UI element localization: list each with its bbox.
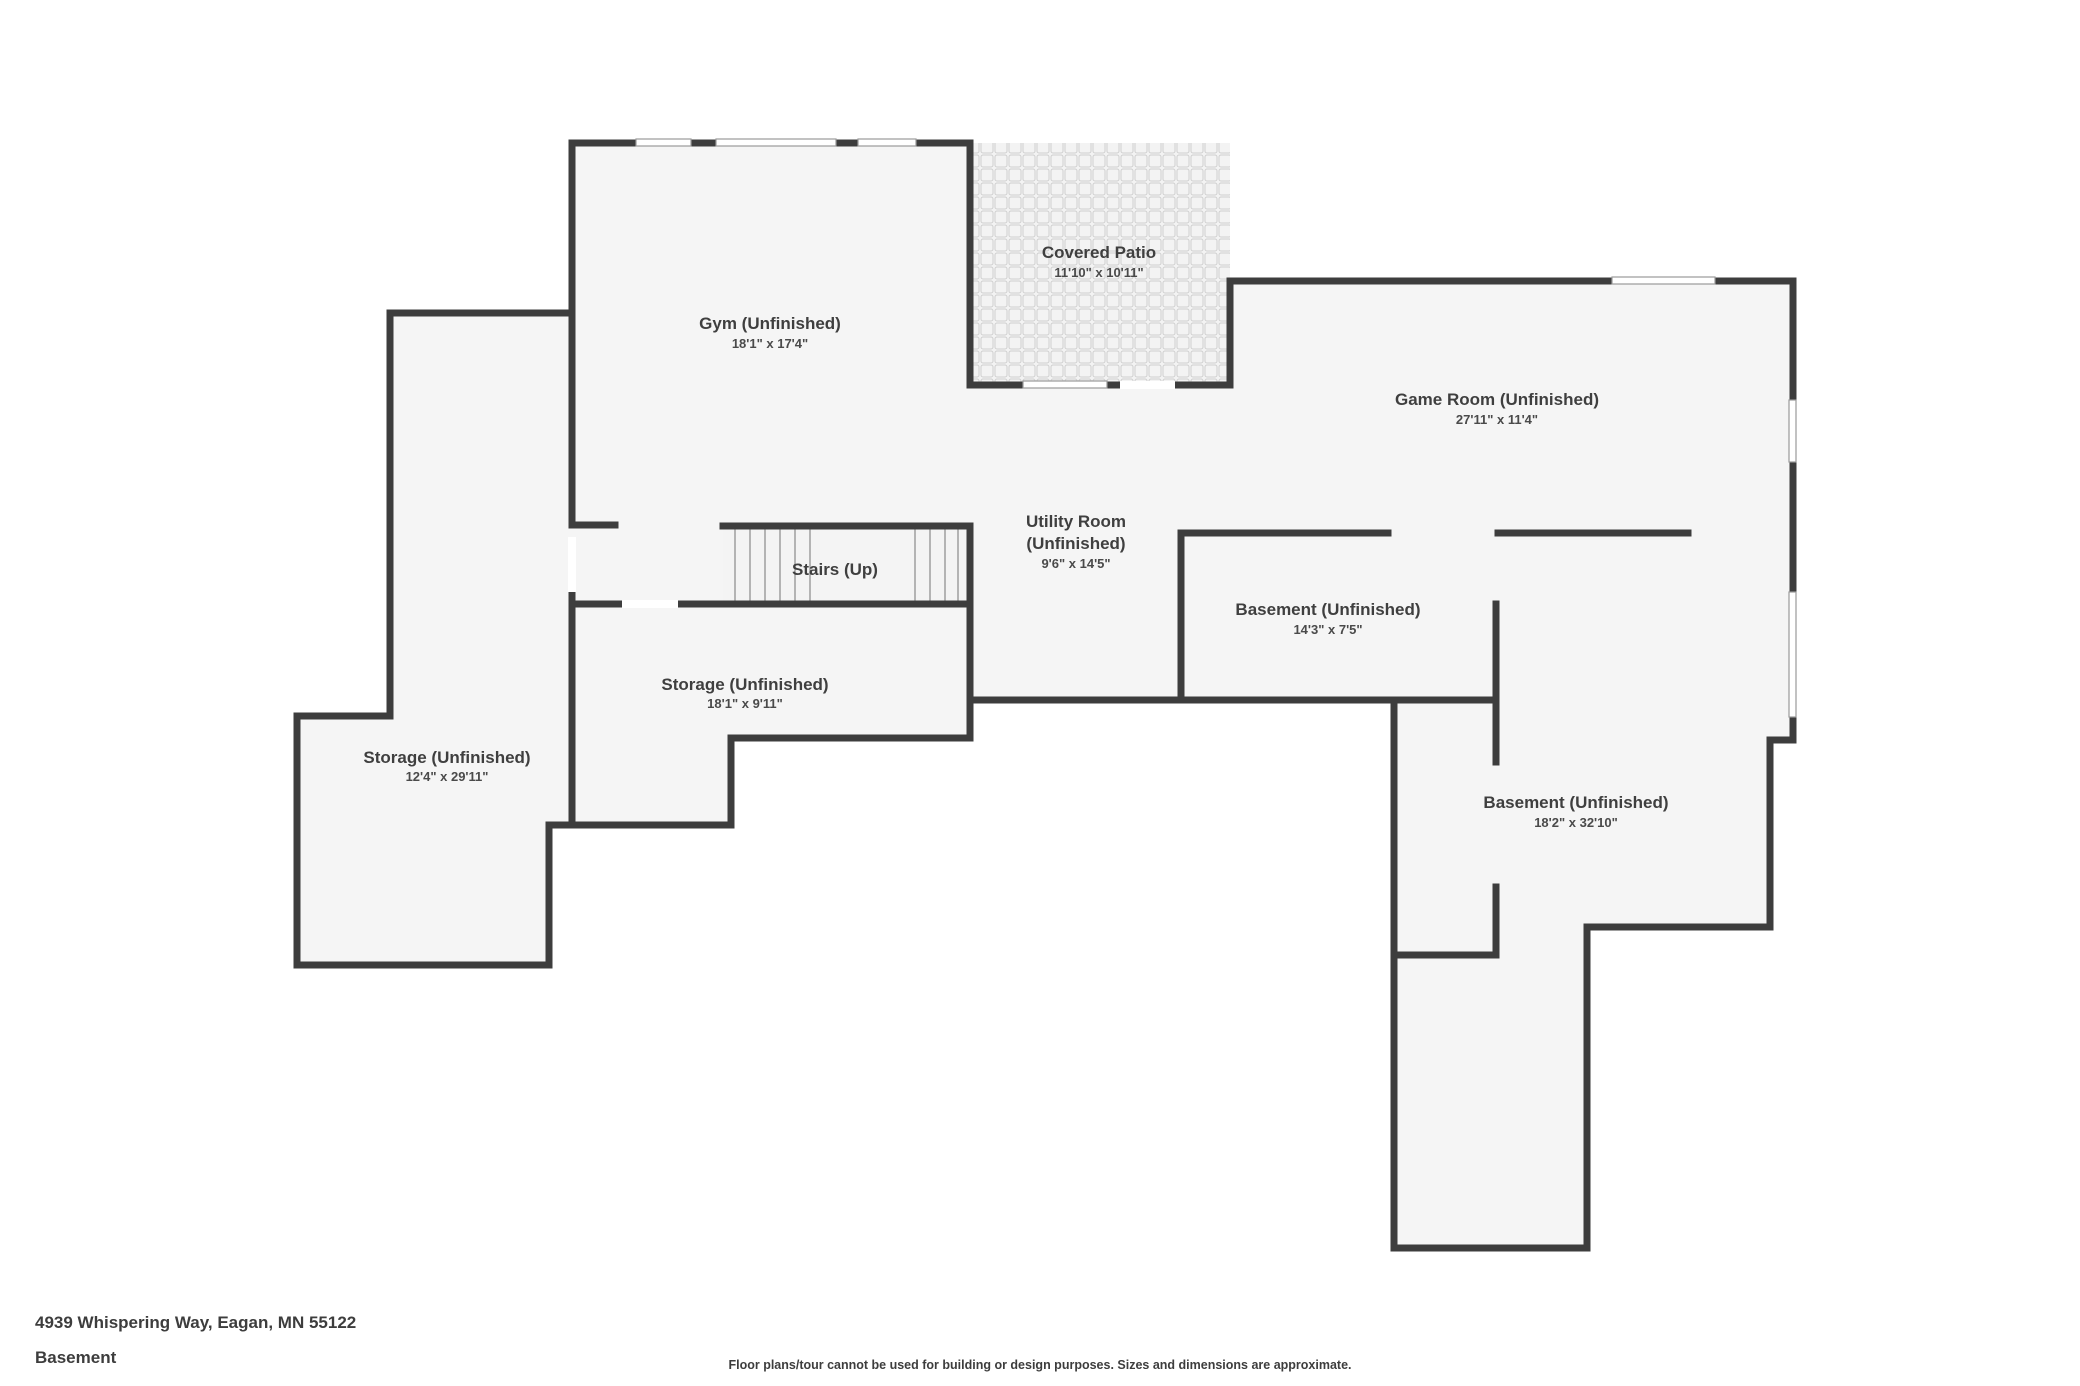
room-labels: Covered Patio 11'10" x 10'11" Gym (Unfin… [363, 243, 1668, 830]
window [635, 138, 692, 147]
utility-room-dims: 9'6" x 14'5" [1041, 556, 1110, 571]
covered-patio-label: Covered Patio [1042, 243, 1156, 262]
utility-room-label-line2: (Unfinished) [1026, 534, 1125, 553]
window [715, 138, 837, 147]
game-room-dims: 27'11" x 11'4" [1456, 412, 1538, 427]
utility-room-label-line1: Utility Room [1026, 512, 1126, 531]
storage-left-dims: 12'4" x 29'11" [406, 769, 489, 784]
game-room-label: Game Room (Unfinished) [1395, 390, 1599, 409]
window [1788, 591, 1797, 718]
floor-areas [297, 143, 1793, 1248]
storage-center-label: Storage (Unfinished) [661, 675, 828, 694]
window [1788, 399, 1797, 463]
basement-large-dims: 18'2" x 32'10" [1534, 815, 1618, 830]
stairs [723, 526, 970, 602]
disclaimer-text: Floor plans/tour cannot be used for buil… [728, 1358, 1352, 1372]
property-address: 4939 Whispering Way, Eagan, MN 55122 [35, 1313, 357, 1332]
gym-label: Gym (Unfinished) [699, 314, 841, 333]
storage-left-label: Storage (Unfinished) [363, 748, 530, 767]
stairs-label: Stairs (Up) [792, 560, 878, 579]
basement-large-label: Basement (Unfinished) [1483, 793, 1668, 812]
covered-patio-dims: 11'10" x 10'11" [1054, 265, 1143, 280]
basement-small-label: Basement (Unfinished) [1235, 600, 1420, 619]
storage-left-floor [297, 313, 572, 965]
window [1611, 276, 1716, 285]
stair-treads [734, 526, 959, 602]
doorway-opening [1120, 381, 1175, 389]
windows [568, 138, 1797, 718]
doorway-opening [622, 600, 678, 608]
gym-dims: 18'1" x 17'4" [732, 336, 808, 351]
storage-center-dims: 18'1" x 9'11" [707, 696, 783, 711]
basement-small-dims: 14'3" x 7'5" [1293, 622, 1362, 637]
walls [293, 139, 1797, 1252]
covered-patio-floor [970, 143, 1230, 385]
window [1022, 380, 1108, 389]
window [857, 138, 917, 147]
floor-level-label: Basement [35, 1348, 117, 1367]
doorway-opening [568, 537, 576, 592]
